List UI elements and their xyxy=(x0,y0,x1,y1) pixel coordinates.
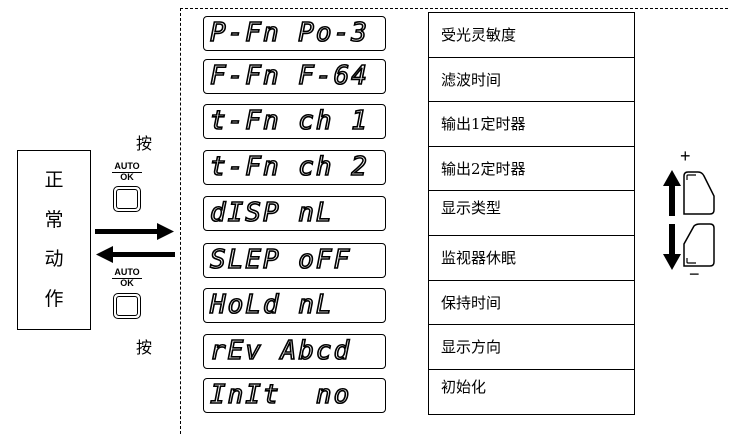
menu-item: 保持时间 xyxy=(429,281,634,326)
press-label-bottom: 按 xyxy=(136,338,153,357)
menu-item: 监视器休眠 xyxy=(429,236,634,281)
plus-sign: + xyxy=(680,146,691,166)
menu-item: 显示类型 xyxy=(429,191,634,236)
arrow-down-icon xyxy=(663,224,681,270)
menu-item: 输出1定时器 xyxy=(429,102,634,147)
state-char: 动 xyxy=(44,248,64,271)
auto-ok-key-label-bottom: AUTO OK xyxy=(112,268,142,288)
lcd-text: P-Fn Po-3 xyxy=(209,17,369,49)
lcd-text: HoLd nL xyxy=(209,289,334,321)
menu-item: 初始化 xyxy=(441,377,487,396)
dashed-border-left xyxy=(180,8,181,434)
arrow-left-icon xyxy=(96,246,175,263)
dashed-border-top xyxy=(180,8,728,9)
minus-sign: − xyxy=(689,264,700,284)
lcd-display-timer1: t-Fn ch 1 xyxy=(203,104,386,139)
lcd-text: t-Fn ch 1 xyxy=(209,105,369,137)
normal-operation-box: 正 常 动 作 xyxy=(17,150,91,330)
lcd-display-hold: HoLd nL xyxy=(203,288,386,323)
lcd-display-timer2: t-Fn ch 2 xyxy=(203,150,386,185)
lcd-text: dISP nL xyxy=(209,197,334,229)
transition-arrows xyxy=(95,223,175,263)
state-char: 正 xyxy=(44,169,64,192)
lcd-text: InIt no xyxy=(209,379,352,411)
arrow-right-icon xyxy=(95,223,174,240)
auto-ok-button-top[interactable] xyxy=(113,186,141,212)
lcd-text: SLEP oFF xyxy=(209,244,352,276)
lcd-display-init: InIt no xyxy=(203,378,386,413)
menu-description-table: 受光灵敏度 滤波时间 输出1定时器 输出2定时器 显示类型 监视器休眠 保持时间… xyxy=(428,12,635,416)
up-button[interactable] xyxy=(682,170,716,216)
state-char: 常 xyxy=(44,208,64,231)
key-label-line1: AUTO xyxy=(114,161,140,171)
key-label-line1: AUTO xyxy=(114,267,140,277)
auto-ok-button-bottom[interactable] xyxy=(113,293,141,319)
menu-item: 滤波时间 xyxy=(429,58,634,103)
key-label-line2: OK xyxy=(112,278,142,288)
down-button[interactable] xyxy=(682,222,716,268)
menu-item: 显示方向 xyxy=(429,325,634,370)
key-label-line2: OK xyxy=(112,172,142,182)
lcd-text: rEv Abcd xyxy=(209,335,352,367)
menu-item: 输出2定时器 xyxy=(429,147,634,192)
state-char: 作 xyxy=(44,287,64,310)
lcd-text: t-Fn ch 2 xyxy=(209,151,369,183)
lcd-display-sensitivity: P-Fn Po-3 xyxy=(203,16,386,51)
press-label-top: 按 xyxy=(136,134,153,153)
lcd-display-direction: rEv Abcd xyxy=(203,334,386,369)
lcd-display-sleep: SLEP oFF xyxy=(203,243,386,278)
lcd-text: F-Fn F-64 xyxy=(209,60,369,92)
lcd-display-filter: F-Fn F-64 xyxy=(203,59,386,94)
auto-ok-key-label-top: AUTO OK xyxy=(112,162,142,182)
menu-item: 受光灵敏度 xyxy=(429,13,634,58)
lcd-display-display-type: dISP nL xyxy=(203,196,386,231)
arrow-up-icon xyxy=(663,170,681,216)
